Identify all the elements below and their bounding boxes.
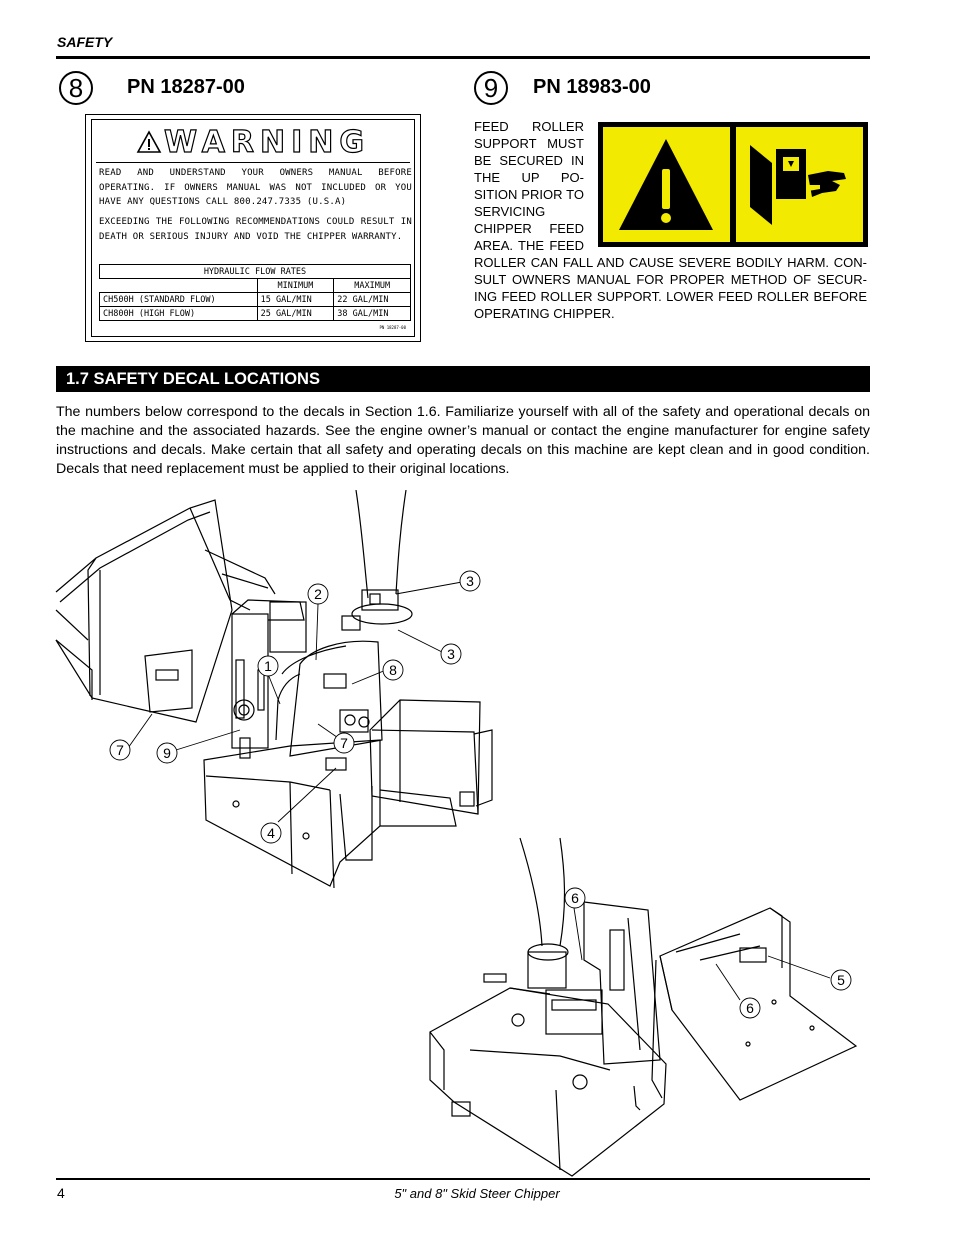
callout-circle xyxy=(307,583,329,605)
flow-row: CH500H (STANDARD FLOW) 15 GAL/MIN 22 GAL… xyxy=(99,292,411,307)
header-rule xyxy=(56,56,870,59)
section-header-label: SAFETY xyxy=(57,34,113,50)
alert-triangle-icon xyxy=(619,139,713,230)
section-body-text: The numbers below correspond to the deca… xyxy=(56,404,870,477)
flow-col-max: MAXIMUM xyxy=(333,278,411,293)
warning-paragraph-1: READ AND UNDERSTAND YOUR OWNERS MANUAL B… xyxy=(99,168,412,207)
callout-5: 5 xyxy=(837,972,845,988)
warning-divider xyxy=(96,162,410,163)
page-number: 4 xyxy=(57,1185,65,1201)
flow-min: 15 GAL/MIN xyxy=(256,292,335,307)
flow-model: CH500H (STANDARD FLOW) xyxy=(99,292,258,307)
feed-roller-text-wide: ROLLER CAN FALL AND CAUSE SEVERE BODILY … xyxy=(474,255,867,321)
callout-4: 4 xyxy=(267,825,275,841)
decal-8-part-number: PN 18287-00 xyxy=(127,76,245,98)
callout-circle xyxy=(257,655,279,677)
footer-rule xyxy=(56,1178,870,1180)
callout-circle xyxy=(109,739,131,761)
callout-3: 3 xyxy=(447,646,455,662)
callout-6: 6 xyxy=(571,890,579,906)
flow-col-min: MINIMUM xyxy=(256,278,335,293)
callout-3: 3 xyxy=(466,573,474,589)
warning-title-text: WARNING xyxy=(163,124,371,160)
warning-paragraph-2: EXCEEDING THE FOLLOWING RECOMMENDATIONS … xyxy=(99,217,412,242)
callout-circle xyxy=(459,570,481,592)
footer-title: 5" and 8" Skid Steer Chipper xyxy=(394,1186,560,1201)
callout-circle xyxy=(156,742,178,764)
hydraulic-flow-table: HYDRAULIC FLOW RATES MINIMUM MAXIMUM CH5… xyxy=(99,264,411,321)
flow-row: CH800H (HIGH FLOW) 25 GAL/MIN 38 GAL/MIN xyxy=(99,306,411,321)
decal-number-8: 8 xyxy=(59,71,93,105)
feed-roller-hazard-decal xyxy=(598,122,868,247)
callout-2: 2 xyxy=(314,586,322,602)
callout-8: 8 xyxy=(389,662,397,678)
callout-circle xyxy=(260,822,282,844)
warning-decal: WARNING READ AND UNDERSTAND YOUR OWNERS … xyxy=(85,114,421,342)
callout-circle xyxy=(739,997,761,1019)
flow-max: 38 GAL/MIN xyxy=(333,306,411,321)
callout-6: 6 xyxy=(746,1000,754,1016)
section-title-bar: 1.7 SAFETY DECAL LOCATIONS xyxy=(56,366,870,392)
warning-title: WARNING xyxy=(92,124,414,160)
callout-circle xyxy=(333,732,355,754)
callout-1: 1 xyxy=(264,658,272,674)
flow-max: 22 GAL/MIN xyxy=(333,292,411,307)
callout-7: 7 xyxy=(116,742,124,758)
callout-7: 7 xyxy=(340,735,348,751)
machine-illustration: 2 3 3 8 1 7 9 7 4 6 6 5 xyxy=(55,490,858,1177)
flow-model: CH800H (HIGH FLOW) xyxy=(99,306,258,321)
warning-decal-pn: PN 18287-00 xyxy=(379,325,407,330)
callout-9: 9 xyxy=(163,745,171,761)
hazard-panel-alert xyxy=(603,127,730,242)
decal-number-9: 9 xyxy=(474,71,508,105)
hand-crush-icon xyxy=(750,145,846,225)
warning-triangle-icon xyxy=(136,130,162,153)
callout-circle xyxy=(382,659,404,681)
feed-roller-text-narrow: FEED ROLLER SUPPORT MUST BE SECURED IN T… xyxy=(474,119,584,253)
hazard-panel-crush xyxy=(736,127,863,242)
callout-circle xyxy=(830,969,852,991)
flow-min: 25 GAL/MIN xyxy=(256,306,335,321)
callout-circle xyxy=(440,643,462,665)
decal-9-part-number: PN 18983-00 xyxy=(533,76,651,98)
flow-table-title: HYDRAULIC FLOW RATES xyxy=(99,264,411,279)
callout-circle xyxy=(564,887,586,909)
